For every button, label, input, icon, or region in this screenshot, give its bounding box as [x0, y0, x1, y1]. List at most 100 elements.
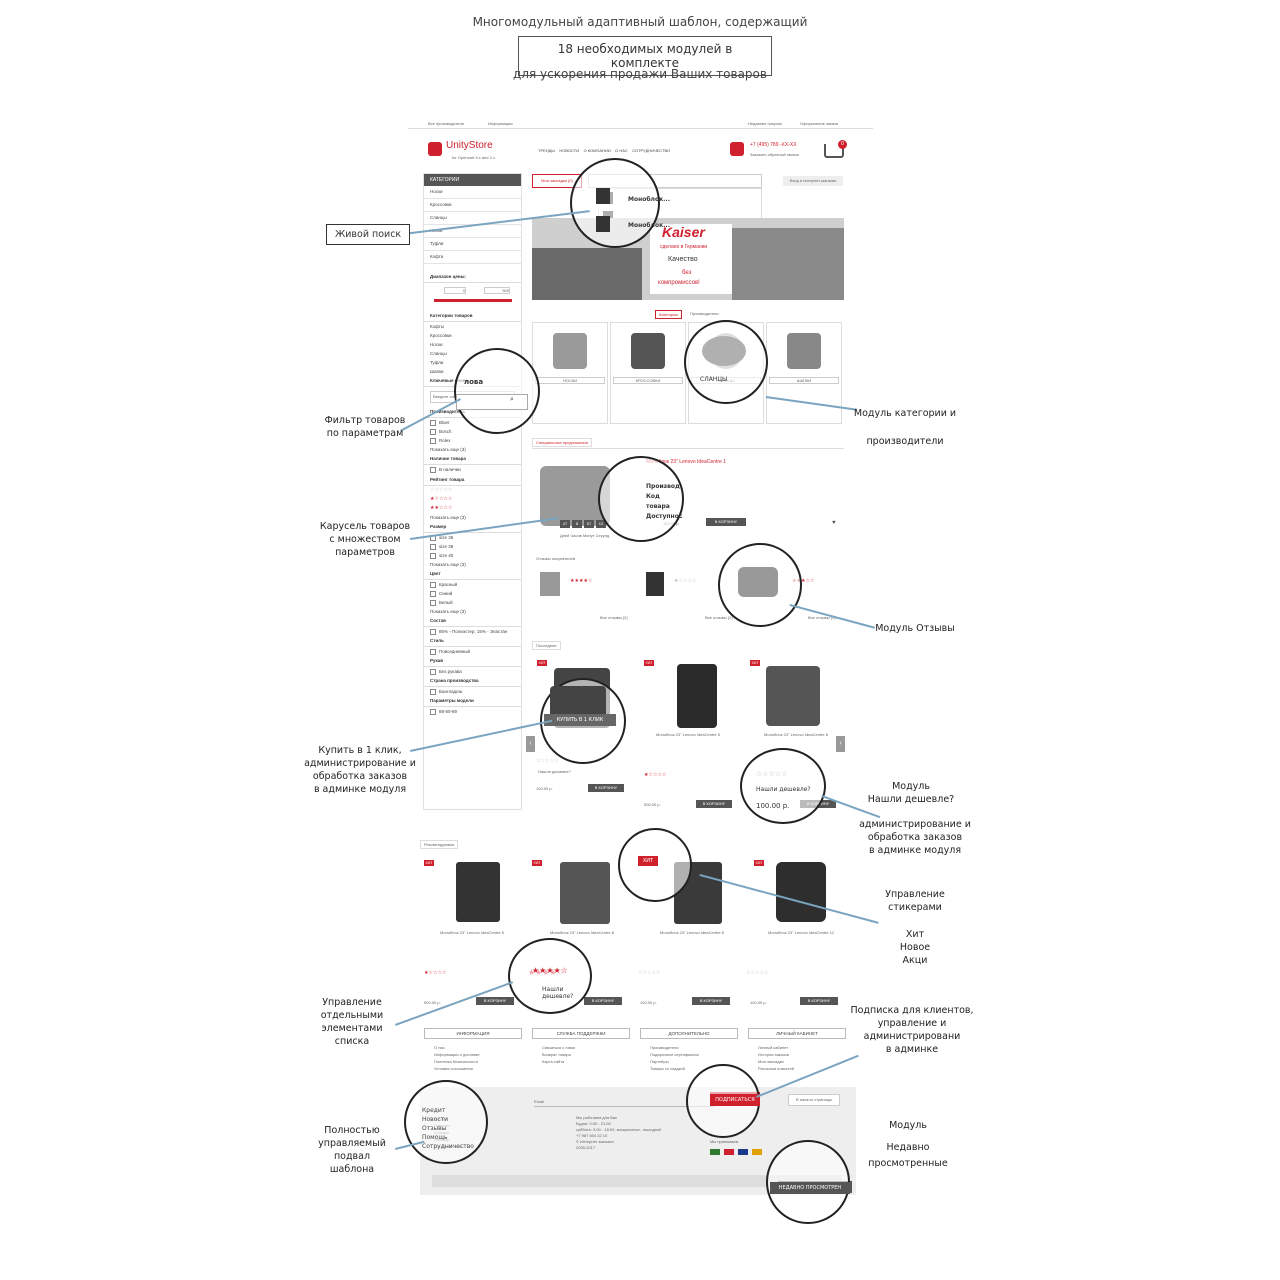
product-title[interactable]: Моноблок 23" Lenovo IdeaCentre 8	[550, 930, 614, 935]
show-more-link[interactable]: Показать еще (3)	[430, 609, 466, 614]
filter-category[interactable]: Сланцы	[430, 351, 447, 356]
wishlist-icon[interactable]: ♥	[832, 520, 836, 526]
categories-header[interactable]: КАТЕГОРИИ	[424, 174, 521, 186]
search-icon[interactable]: ⌕	[510, 395, 514, 403]
filter-category[interactable]: Туфли	[430, 360, 444, 365]
category-item[interactable]: Туфли	[424, 238, 521, 251]
tile-label[interactable]: НОСКИ	[535, 377, 605, 384]
filter-category[interactable]: Носки	[430, 342, 443, 347]
zoom-cheaper-link[interactable]: Нашли дешевле?	[542, 986, 574, 1000]
nav-company[interactable]: О КОМПАНИИ	[583, 148, 611, 153]
nav-about[interactable]: О НАС	[615, 148, 628, 153]
filter-category[interactable]: Шапки	[430, 369, 444, 374]
nav-news[interactable]: НОВОСТИ	[559, 148, 580, 153]
category-item[interactable]: Кофта	[424, 251, 521, 264]
add-to-cart-button[interactable]: В КОРЗИНУ	[692, 997, 730, 1005]
style-filter[interactable]: Повседневный	[424, 647, 521, 656]
all-reviews-link[interactable]: Все отзывы (2)	[808, 615, 836, 620]
all-reviews-link[interactable]: Все отзывы (2)	[705, 615, 733, 620]
search-result-title[interactable]: Моноблок...	[628, 222, 670, 229]
all-manufacturers-link[interactable]: Все производители	[428, 121, 464, 126]
phone-number[interactable]: +7 (495) 789 -XX-XX	[750, 142, 797, 148]
color-filter[interactable]: Красный	[424, 580, 521, 589]
login-button[interactable]: Вход в интернет-магазин	[783, 176, 843, 186]
show-more-link[interactable]: Показать еще (3)	[430, 515, 466, 520]
found-cheaper-link[interactable]: Нашли дешевле?	[538, 769, 571, 774]
rating-filter[interactable]: ★☆☆☆☆	[430, 496, 453, 502]
top-bar: Все производители Информация Недавние по…	[408, 118, 873, 129]
rating-filter[interactable]: ★★☆☆☆	[430, 505, 453, 511]
add-to-cart-button[interactable]: В КОРЗИНУ	[706, 518, 746, 526]
hero-banner[interactable]: Kaiser сделано в Германии Качество без к…	[532, 218, 844, 300]
add-to-cart-button[interactable]: В КОРЗИНУ	[476, 997, 514, 1005]
special-product-title[interactable]: Моноблок 23" Lenovo IdeaCentre 1	[646, 459, 726, 465]
show-more-link[interactable]: Показать еще (3)	[430, 562, 466, 567]
product-image[interactable]	[776, 862, 826, 922]
color-filter[interactable]: Белый	[424, 598, 521, 607]
brand-filter[interactable]: Rolex	[424, 436, 521, 445]
product-image[interactable]	[677, 664, 717, 728]
category-item[interactable]: Сланцы	[424, 212, 521, 225]
all-reviews-link[interactable]: Все отзывы (2)	[600, 615, 628, 620]
add-to-cart-button[interactable]: В КОРЗИНУ	[584, 997, 622, 1005]
add-to-cart-button[interactable]: В КОРЗИНУ	[588, 784, 624, 792]
color-filter[interactable]: Синий	[424, 589, 521, 598]
zoom-subscribe-button[interactable]: ПОДПИСАТЬСЯ	[710, 1094, 760, 1106]
category-item[interactable]: Носки	[424, 186, 521, 199]
info-link[interactable]: Информация	[488, 121, 513, 126]
show-more-link[interactable]: Показать еще (3)	[430, 447, 466, 452]
filter-category[interactable]: Кроссовки	[430, 333, 452, 338]
composition-filter[interactable]: 85% - Полиэстер, 15% - Эластан	[424, 627, 521, 636]
sleeve-filter[interactable]: Без рукава	[424, 667, 521, 676]
product-title[interactable]: Моноблок 23" Lenovo IdeaCentre 6	[660, 930, 724, 935]
zoom-search-input[interactable]	[456, 394, 528, 410]
params-filter[interactable]: 88-60-89	[424, 707, 521, 716]
add-to-cart-button[interactable]: В КОРЗИНУ	[696, 800, 732, 808]
price-from-input[interactable]: 0	[444, 287, 466, 294]
add-to-cart-button[interactable]: В КОРЗИНУ	[800, 997, 838, 1005]
product-title[interactable]: Моноблок 23" Lenovo IdeaCentre 5	[440, 930, 504, 935]
tab-manufacturers[interactable]: Производители	[690, 311, 719, 316]
carousel-prev-icon[interactable]: ‹	[526, 736, 535, 752]
category-item[interactable]: Носки	[424, 225, 521, 238]
recent-purchases-link[interactable]: Недавние покупки	[748, 121, 782, 126]
carousel-next-icon[interactable]: ›	[836, 736, 845, 752]
tile-label[interactable]: КРОССОВКИ	[613, 377, 683, 384]
product-title[interactable]: Моноблок 23" Lenovo IdeaCentre 8	[764, 732, 828, 737]
size-filter[interactable]: size 40	[424, 551, 521, 560]
zoom-recent-button[interactable]: НЕДАВНО ПРОСМОТРЕН	[770, 1182, 850, 1194]
checkout-link[interactable]: Оформление заказа	[800, 121, 839, 126]
back-to-top-button[interactable]: В начало страницы	[788, 1094, 840, 1106]
category-tile[interactable]: КРОССОВКИ	[610, 322, 686, 424]
size-filter[interactable]: size 38	[424, 542, 521, 551]
phone-icon	[730, 142, 744, 156]
zoom-cheaper-link[interactable]: Нашли дешевле?	[756, 786, 811, 793]
category-tile[interactable]: ШАПКИ	[766, 322, 842, 424]
email-input[interactable]: Email	[534, 1097, 714, 1107]
country-filter[interactable]: Бангладеш	[424, 687, 521, 696]
footer: Email ПОДПИСАТЬСЯ В начало страницы Кред…	[420, 1087, 856, 1195]
logo[interactable]: UnityStore	[446, 140, 493, 151]
tile-label[interactable]: ШАПКИ	[769, 377, 839, 384]
brand-filter[interactable]: Bluer	[424, 418, 521, 427]
price-slider[interactable]	[434, 299, 512, 302]
product-title[interactable]: Моноблок 23" Lenovo IdeaCentre 12	[768, 930, 835, 935]
tab-categories[interactable]: Категории	[655, 310, 682, 319]
cart-icon[interactable]	[824, 144, 844, 158]
product-image[interactable]	[766, 666, 820, 726]
nav-partnership[interactable]: СОТРУДНИЧЕСТВО	[632, 148, 671, 153]
category-tile[interactable]: НОСКИ	[532, 322, 608, 424]
product-image[interactable]	[560, 862, 610, 924]
callback-link[interactable]: Заказать обратный звонок	[750, 152, 800, 157]
rating-filter[interactable]: ☆☆☆☆☆	[430, 487, 453, 493]
product-title[interactable]: Моноблок 23" Lenovo IdeaCentre 5	[656, 732, 720, 737]
price-to-input[interactable]: 500	[484, 287, 510, 294]
zoom-buy-one-click[interactable]: КУПИТЬ В 1 КЛИК	[544, 714, 616, 726]
product-image[interactable]	[456, 862, 500, 922]
search-result-title[interactable]: Моноблок...	[628, 196, 670, 203]
filter-category[interactable]: Кофты	[430, 324, 445, 329]
category-item[interactable]: Кроссовки	[424, 199, 521, 212]
nav-trends[interactable]: ТРЕНДЫ	[538, 148, 555, 153]
in-stock-filter[interactable]: В наличии	[424, 465, 521, 475]
brand-filter[interactable]: Bosch	[424, 427, 521, 436]
